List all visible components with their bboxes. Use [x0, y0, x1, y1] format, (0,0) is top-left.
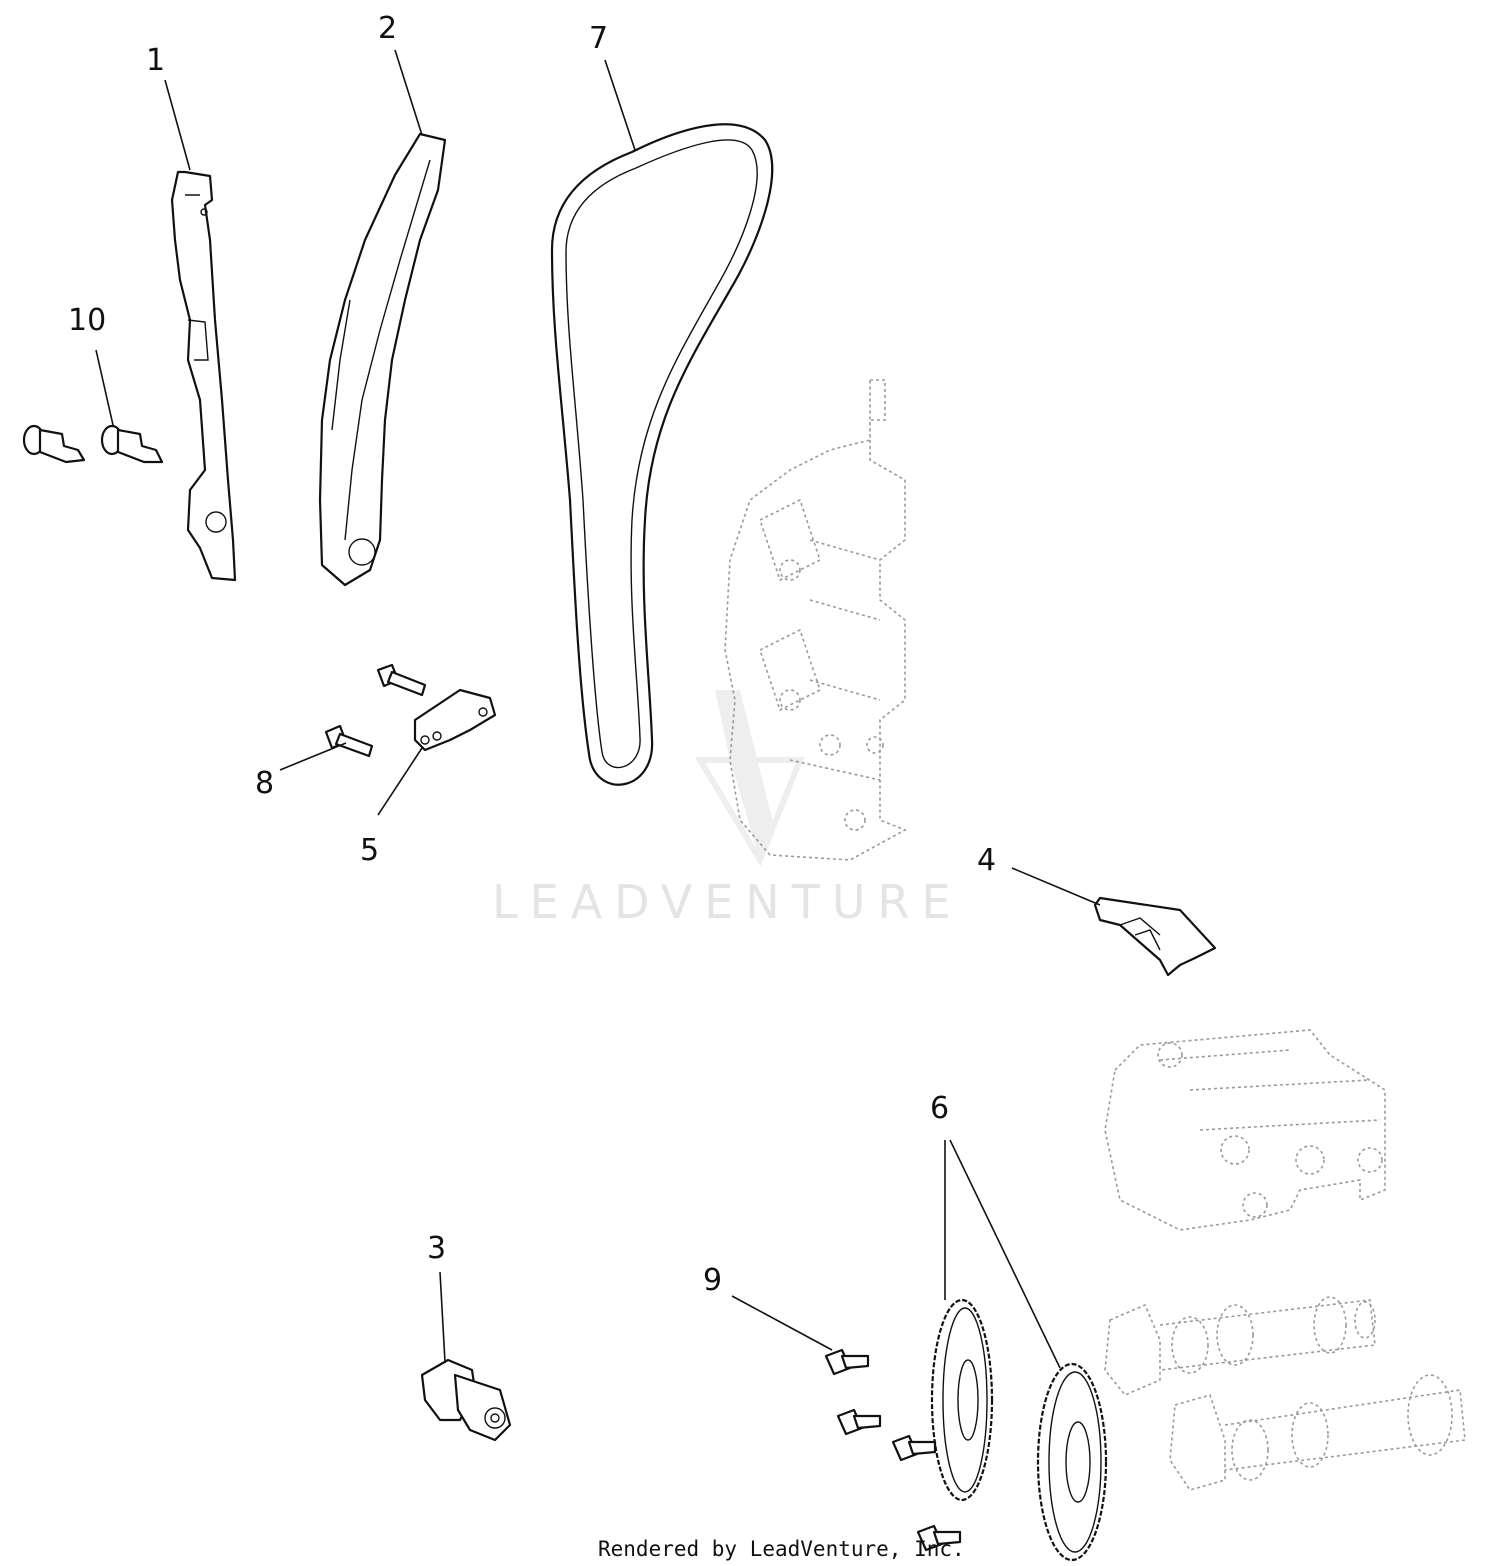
engine-block-ghost	[724, 379, 907, 861]
leader-2	[394, 49, 423, 136]
sprocket-bolt-2	[836, 1408, 882, 1436]
leader-10	[95, 349, 114, 426]
leader-lines	[95, 49, 1101, 1369]
chain-guide-tensioner	[318, 132, 447, 587]
callout-3: 3	[427, 1231, 446, 1266]
leader-7	[604, 59, 636, 151]
callout-7: 7	[589, 21, 608, 56]
leader-5	[377, 747, 423, 816]
callouts: 1 2 7 10 8 5 4 6 3 9	[68, 11, 996, 1298]
callout-10: 10	[68, 303, 106, 338]
cam-carrier-ghost	[1104, 1029, 1386, 1231]
callout-6: 6	[930, 1091, 949, 1126]
sprocket-bolt-3	[891, 1434, 937, 1462]
pivot-bolt-right	[100, 424, 164, 464]
timing-chain	[550, 123, 774, 786]
leader-4	[1011, 867, 1101, 906]
chain-guide-fixed	[170, 170, 237, 582]
callout-5: 5	[360, 833, 379, 868]
sprocket-bolt-4	[916, 1524, 962, 1552]
pivot-bolt-left	[22, 424, 86, 464]
callout-1: 1	[146, 43, 165, 78]
cam-sprocket-upper	[930, 1298, 994, 1502]
bolt-lower	[324, 724, 374, 758]
chain-guide-pad	[1093, 896, 1217, 977]
callout-9: 9	[703, 1263, 722, 1298]
bolt-upper	[376, 663, 427, 697]
credit-text: Rendered by LeadVenture, Inc.	[598, 1537, 965, 1561]
camshaft-lower-ghost	[1169, 1374, 1466, 1491]
leader-9	[731, 1295, 833, 1351]
leader-8	[279, 742, 347, 771]
guide-bracket	[413, 688, 497, 752]
callout-4: 4	[977, 843, 996, 878]
watermark-logo	[694, 690, 805, 867]
callout-8: 8	[255, 766, 274, 801]
camshaft-upper-ghost	[1104, 1296, 1376, 1396]
callout-2: 2	[378, 11, 397, 46]
cam-sprocket-lower	[1036, 1362, 1108, 1562]
chain-tensioner	[420, 1358, 512, 1442]
leader-3	[439, 1271, 446, 1363]
leader-6b	[949, 1139, 1061, 1369]
watermark-text: LEADVENTURE	[492, 875, 963, 929]
leader-1	[164, 79, 191, 171]
sprocket-bolt-1	[824, 1348, 870, 1376]
